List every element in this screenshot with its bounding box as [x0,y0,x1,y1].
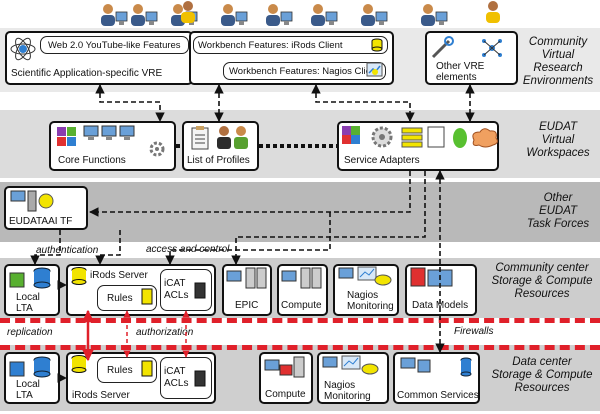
molecule-icon [482,39,502,57]
irods-client-box [193,36,388,54]
icat-doc-icon [194,282,206,299]
users-icon [101,1,500,27]
profiles-label: List of Profiles [187,155,250,166]
dc-lta-icon [9,356,51,378]
cc-icat-label-2: ACLs [164,290,189,301]
irods-db-icon [71,267,87,285]
nagios-client-label: Workbench Features: Nagios Client [229,66,379,77]
aai-tf-label: EUDATAAI TF [9,216,73,227]
cc-irods-server-label: iRods Server [90,270,148,281]
cc-epic-label: EPIC [235,300,259,311]
cc-local-lta-label-1: Local [16,292,40,303]
people-icon [217,126,248,149]
cc-data-models-label: Data Models [412,300,469,311]
dc-local-lta-label-2: LTA [16,390,33,401]
dc-irods-db-icon [71,355,87,373]
data-models-icon [410,267,453,287]
cc-nagios-label-2: Monitoring [347,301,394,312]
dc-compute-label: Compute [265,389,306,400]
common-services-icon [400,357,472,377]
dc-nagios-icon [322,355,379,375]
cc-local-lta-label-2: LTA [16,303,33,314]
cc-compute-label: Compute [281,300,322,311]
dc-icat-label-2: ACLs [164,378,189,389]
tools-icon [431,36,454,59]
authorization-label: authorization [136,327,194,338]
database-icon [371,38,383,52]
web20-box [40,36,189,54]
firewall-line-upper [0,318,600,323]
cc-nagios-label-1: Nagios [347,290,379,301]
firewall-line-lower [0,345,600,350]
replication-label: replication [7,327,53,338]
computers-icon [83,125,135,140]
science-icon [10,37,36,61]
service-adapters-label: Service Adapters [344,155,420,166]
dc-irods-server-label: iRods Server [72,390,130,401]
puzzle-icon [57,127,76,146]
task-forces-band [0,182,600,242]
dc-common-services-label: Common Services [397,390,479,401]
clipboard-icon [191,126,209,150]
other-vre-box [425,31,518,85]
firewalls-label: Firewalls [454,326,494,337]
dc-rules-label: Rules [107,365,133,376]
access-control-label: access and control [146,244,230,255]
dc-compute-icon [264,356,305,378]
compute-icon [281,267,322,289]
cc-rules-label: Rules [107,293,133,304]
lta-icon [9,267,51,289]
gears-icon [149,141,165,157]
other-vre-label-1: Other VRE [436,61,485,72]
user-icons-row [0,0,600,30]
nagios-icon [338,266,392,286]
irods-client-label: Workbench Features: iRods Client [198,40,343,51]
dc-local-lta-label-1: Local [16,379,40,390]
other-vre-label-2: elements [436,72,477,83]
epic-icon [226,267,267,289]
dc-rules-doc-icon [141,360,153,377]
chart-icon [366,62,383,77]
web20-label: Web 2.0 YouTube-like Features [48,40,181,51]
core-functions-label: Core Functions [58,155,126,166]
dc-icat-label-1: iCAT [164,366,186,377]
nagios-client-box [223,62,386,80]
dc-nagios-label-2: Monitoring [324,391,371,402]
dc-icat-doc-icon [194,370,206,387]
cc-icat-label-1: iCAT [164,278,186,289]
rules-doc-icon [141,288,153,305]
dc-nagios-label-1: Nagios [324,380,356,391]
adapters-icon [342,126,498,148]
scientific-vre-label: Scientific Application-specific VRE [11,68,163,79]
aai-icon [10,190,54,212]
authentication-label: authentication [36,245,99,256]
